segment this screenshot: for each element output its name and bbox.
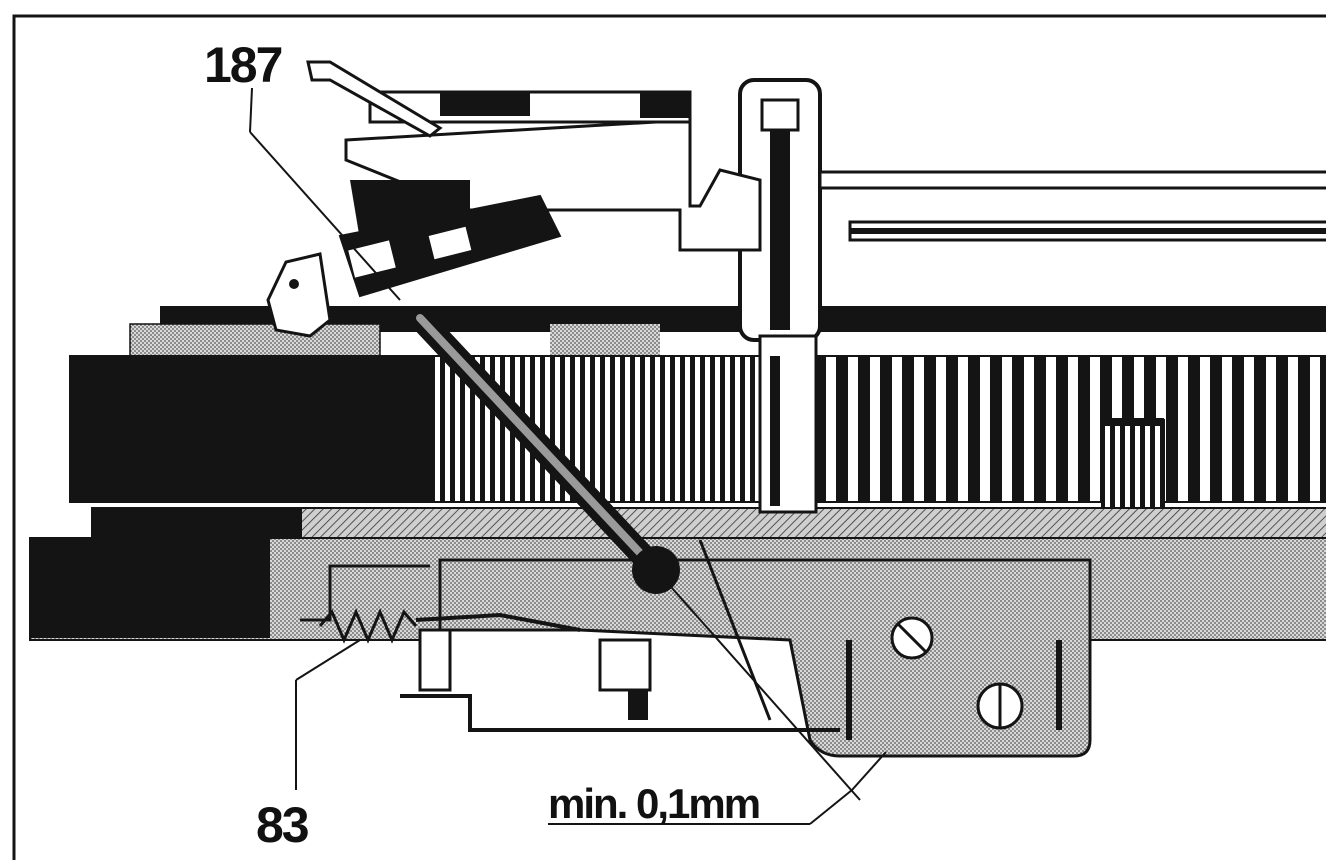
lift-block [438, 558, 1092, 758]
label-clearance: min. 0,1mm [548, 780, 761, 827]
label-part-83: 83 [256, 797, 310, 853]
leader-187 [249, 87, 253, 133]
record-stipple-left [129, 323, 381, 357]
spindle-cylinder [1101, 419, 1165, 513]
label-part-187: 187 [204, 37, 283, 93]
tonearm-tube-upper [818, 170, 1326, 190]
bracket-post [418, 628, 452, 692]
mounting-bracket [400, 694, 840, 732]
platter-outline [69, 355, 1326, 503]
gauge-line [655, 569, 861, 801]
base-left-dark [92, 508, 302, 538]
spring-83 [318, 608, 418, 644]
chassis-left-solid [30, 538, 270, 638]
stylus-guard [266, 252, 332, 338]
drawing-frame [12, 14, 1326, 860]
record-stipple-mid [550, 324, 660, 356]
pillar-base [758, 334, 818, 514]
platter-fins [760, 356, 1326, 502]
platter-left-solid [70, 356, 440, 502]
